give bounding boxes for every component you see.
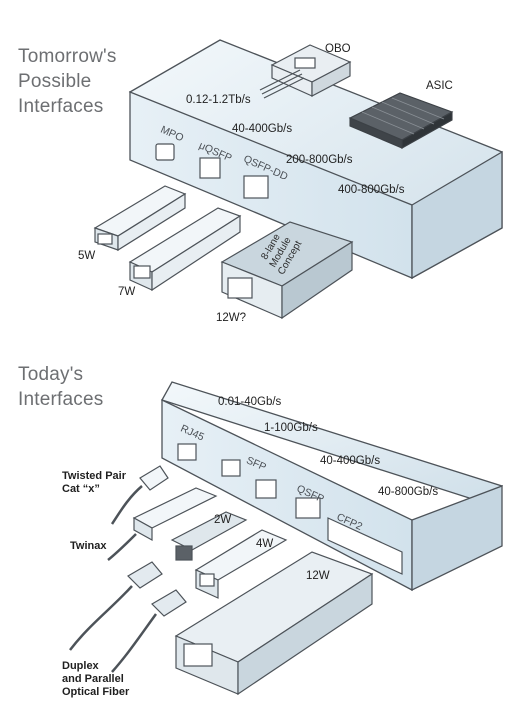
today-modules <box>170 511 374 696</box>
asic-label: ASIC <box>426 80 453 92</box>
optical-fiber-label: Duplex and Parallel Optical Fiber <box>62 660 129 699</box>
today-heading-line-2: Interfaces <box>18 389 104 410</box>
obo-label: OBO <box>325 43 351 55</box>
twisted-pair-line-1: Twisted Pair <box>62 470 126 482</box>
tomorrow-power-2: 7W <box>118 286 136 298</box>
tomorrow-speed-2: 40-400Gb/s <box>232 123 293 135</box>
today-heading: Today's Interfaces <box>18 362 103 412</box>
twisted-pair-line-2: Cat “x” <box>62 483 100 495</box>
tomorrow-speed-1: 0.12-1.2Tb/s <box>186 94 251 106</box>
optical-fiber-line-2: and Parallel <box>62 673 124 685</box>
today-power-1: 2W <box>214 514 232 526</box>
tomorrow-heading-line-2: Possible <box>18 71 92 92</box>
today-cables <box>69 465 218 673</box>
today-ports <box>177 443 403 575</box>
today-speed-3: 40-400Gb/s <box>320 455 381 467</box>
tomorrow-switch-box <box>128 39 503 280</box>
today-power-2: 4W <box>256 538 274 550</box>
tomorrow-power-3: 12W? <box>216 312 247 324</box>
optical-fiber-line-1: Duplex <box>62 660 99 672</box>
twinax-label: Twinax <box>70 540 107 552</box>
tomorrow-heading-line-1: Tomorrow's <box>18 46 117 67</box>
tomorrow-modules <box>93 185 354 320</box>
today-power-3: 12W <box>306 570 330 582</box>
today-heading-line-1: Today's <box>18 364 84 385</box>
tomorrow-heading-line-3: Interfaces <box>18 96 104 117</box>
today-speed-1: 0.01-40Gb/s <box>218 396 282 408</box>
asic-chip-icon <box>348 92 454 149</box>
today-speed-4: 40-800Gb/s <box>378 486 439 498</box>
tomorrow-heading: Tomorrow's Possible Interfaces <box>18 44 117 119</box>
twisted-pair-label: Twisted Pair Cat “x” <box>62 470 126 496</box>
tomorrow-ports <box>155 143 269 199</box>
today-speed-2: 1-100Gb/s <box>264 422 318 434</box>
tomorrow-speed-4: 400-800Gb/s <box>338 184 405 196</box>
tomorrow-speed-3: 200-800Gb/s <box>286 154 353 166</box>
obo-chip-icon <box>259 44 352 99</box>
optical-fiber-line-3: Optical Fiber <box>62 686 130 698</box>
tomorrow-power-1: 5W <box>78 250 96 262</box>
